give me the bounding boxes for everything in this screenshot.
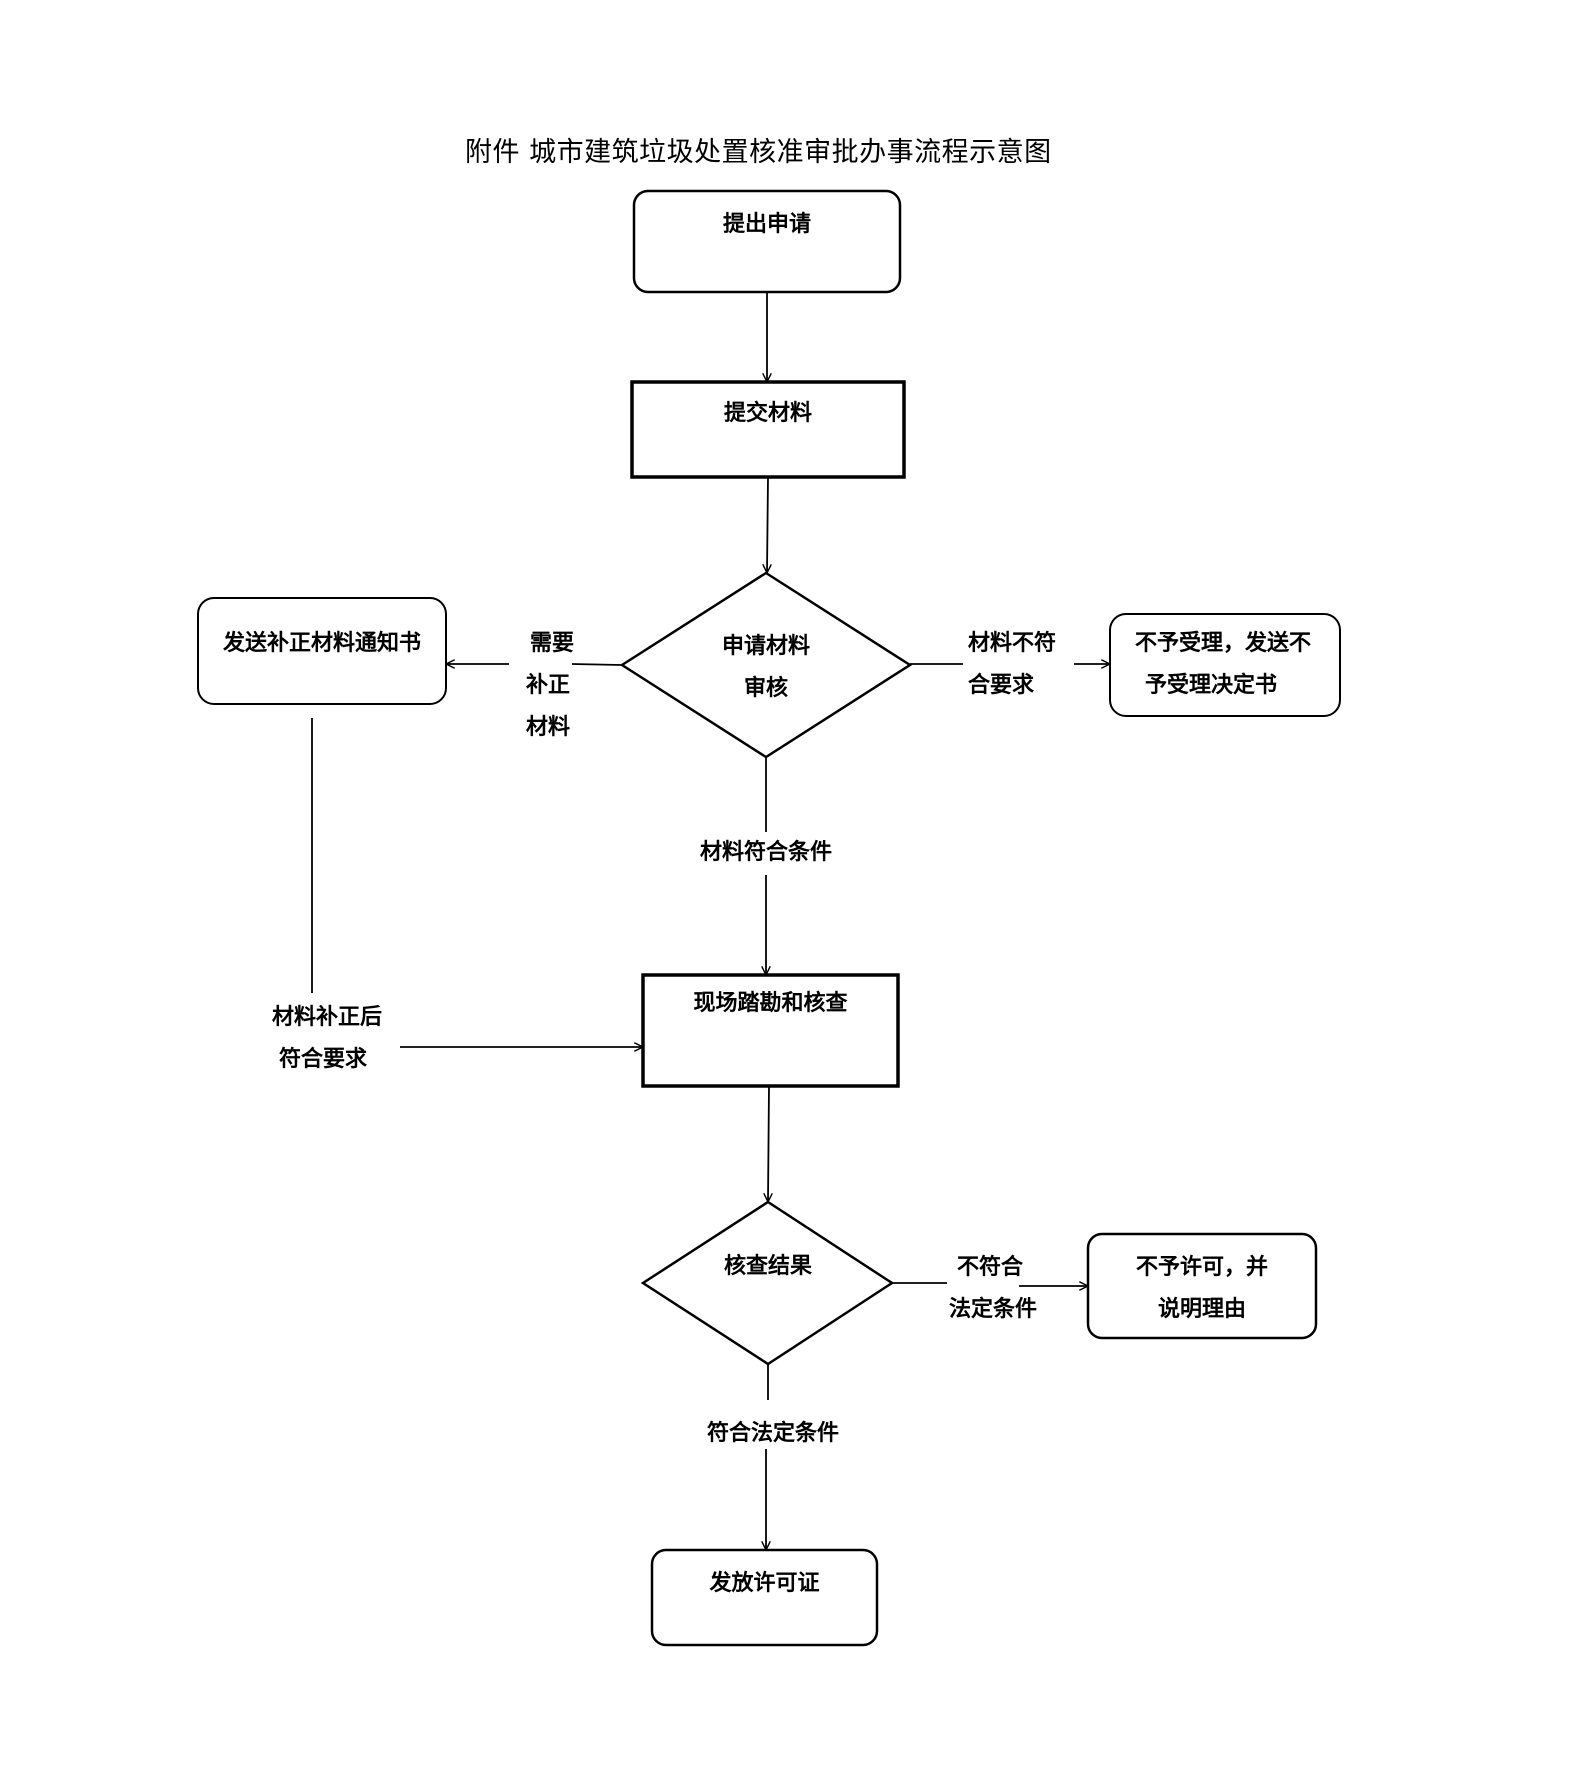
node-submit-materials (630, 380, 906, 479)
label-not-legal-line1: 不符合 (956, 1254, 1023, 1280)
label-corrected-meets-line1: 材料补正后 (271, 1004, 382, 1030)
node-issue-permit (650, 1548, 879, 1647)
label-reject-acceptance-line2: 予受理决定书 (1145, 672, 1278, 698)
label-not-meet-line2: 合要求 (968, 672, 1035, 698)
label-site-inspection: 现场踏勘和核查 (693, 990, 848, 1016)
label-meets-conditions: 材料符合条件 (699, 839, 832, 865)
label-submit-materials: 提交材料 (723, 400, 812, 426)
node-site-inspection (641, 973, 900, 1088)
label-corrected-meets-line2: 符合要求 (278, 1046, 367, 1072)
label-inspection-result: 核查结果 (723, 1253, 812, 1279)
label-review-materials-line2: 审核 (743, 675, 788, 701)
label-review-materials-line1: 申请材料 (721, 633, 810, 659)
node-reject-acceptance (1109, 613, 1341, 717)
edge-materials-to-review (767, 476, 768, 572)
label-need-correction-line2: 补正 (525, 672, 570, 698)
label-meets-legal-conditions: 符合法定条件 (706, 1420, 839, 1446)
diagram-title: 附件 城市建筑垃圾处置核准审批办事流程示意图 (465, 137, 1052, 168)
label-send-correction-notice: 发送补正材料通知书 (222, 630, 421, 656)
label-submit-application: 提出申请 (722, 211, 811, 237)
label-deny-permit-line2: 说明理由 (1157, 1296, 1246, 1322)
label-issue-permit: 发放许可证 (709, 1570, 820, 1596)
label-not-legal-line2: 法定条件 (948, 1296, 1037, 1322)
edge-need-correction-segment (571, 663, 623, 666)
label-need-correction-line3: 材料 (525, 714, 570, 740)
label-need-correction-line1: 需要 (529, 630, 574, 656)
label-deny-permit-line1: 不予许可，并 (1135, 1254, 1268, 1280)
node-deny-permit (1086, 1232, 1318, 1340)
label-not-meet-line1: 材料不符 (968, 630, 1057, 656)
label-reject-acceptance-line1: 不予受理，发送不 (1135, 630, 1312, 656)
edge-inspection-to-result (768, 1085, 769, 1201)
node-send-correction-notice (197, 597, 447, 705)
